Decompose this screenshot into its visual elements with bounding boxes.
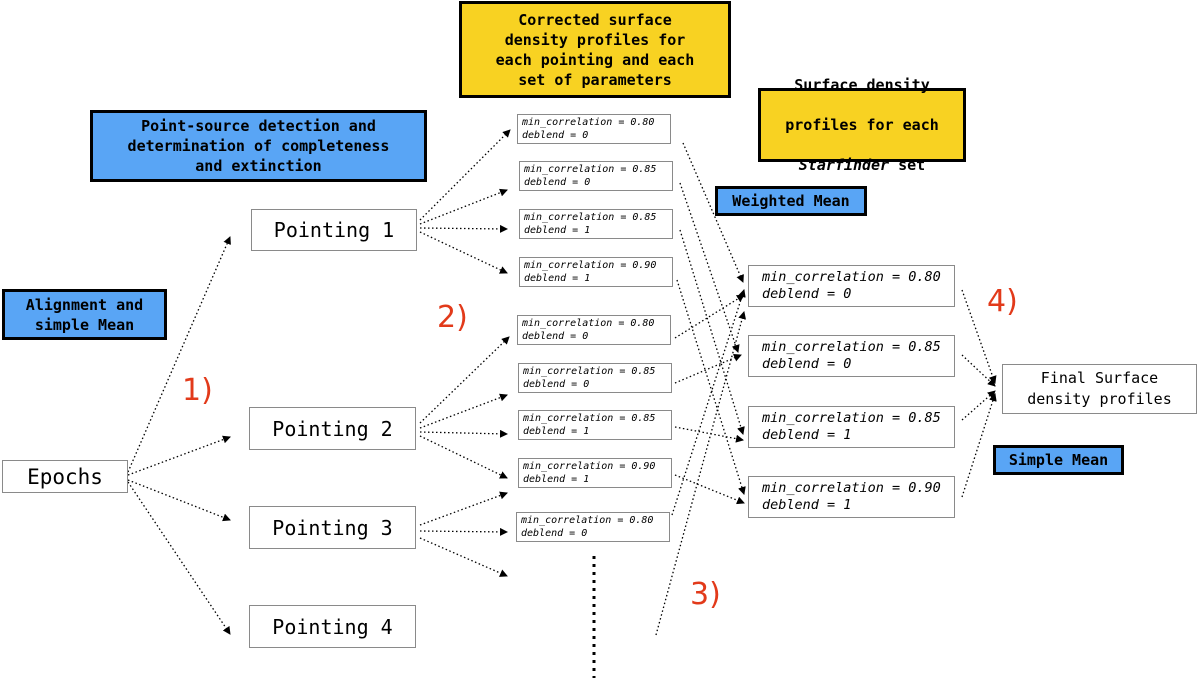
label-weighted-mean: Weighted Mean <box>715 186 867 216</box>
mean-set-text-1: min_correlation = 0.80 deblend = 0 <box>762 269 941 302</box>
param-set-box-5: min_correlation = 0.80 deblend = 0 <box>517 315 671 345</box>
param-set-box-1: min_correlation = 0.80 deblend = 0 <box>517 114 671 144</box>
arrow-p3-set-3 <box>419 537 508 577</box>
label-detection-text: Point-source detection and determination… <box>127 117 390 175</box>
pointing-4-box: Pointing 4 <box>249 605 416 648</box>
arrow-top-set-1-mean <box>682 142 744 283</box>
arrow-epochs-pointing-1 <box>127 236 231 473</box>
label-detection: Point-source detection and determination… <box>90 110 427 182</box>
arrow-p2-set-2 <box>419 393 508 429</box>
pointing-4-text: Pointing 4 <box>272 614 393 639</box>
param-set-box-2: min_correlation = 0.85 deblend = 0 <box>519 161 673 191</box>
param-set-text-3: min_correlation = 0.85 deblend = 1 <box>524 212 657 236</box>
epochs-box: Epochs <box>2 460 128 493</box>
label-simple-mean: Simple Mean <box>993 445 1124 475</box>
arrow-epochs-pointing-3 <box>127 479 231 522</box>
step-number-4: 4) <box>987 284 1018 319</box>
arrow-p2-set-4 <box>419 435 508 479</box>
pointing-2-text: Pointing 2 <box>272 416 393 441</box>
arrow-mean-4-final <box>961 393 997 498</box>
pointing-3-text: Pointing 3 <box>272 515 393 540</box>
label-corrected: Corrected surface density profiles for e… <box>459 1 731 98</box>
step-number-2: 2) <box>437 300 468 335</box>
mean-set-text-3: min_correlation = 0.85 deblend = 1 <box>762 410 941 443</box>
param-set-text-7: min_correlation = 0.85 deblend = 1 <box>523 413 656 437</box>
param-set-text-2: min_correlation = 0.85 deblend = 0 <box>524 164 657 188</box>
label-starfinder: Surface density profiles for each Starfi… <box>758 76 966 174</box>
step-number-1: 1) <box>182 373 213 408</box>
final-profiles-text: Final Surface density profiles <box>1027 369 1172 408</box>
param-set-box-8: min_correlation = 0.90 deblend = 1 <box>518 458 672 488</box>
arrow-bot-set-2-mean <box>674 354 742 384</box>
arrow-top-set-2-mean <box>679 182 740 353</box>
param-set-text-4: min_correlation = 0.90 deblend = 1 <box>524 260 657 284</box>
param-set-text-1: min_correlation = 0.80 deblend = 0 <box>522 117 655 141</box>
label-alignment: Alignment and simple Mean <box>2 289 167 340</box>
param-set-box-6: min_correlation = 0.85 deblend = 0 <box>518 363 672 393</box>
label-alignment-text: Alignment and simple Mean <box>25 295 144 334</box>
arrow-p1-set-4 <box>419 231 508 274</box>
arrow-mean-1-final <box>961 289 997 384</box>
param-set-box-9: min_correlation = 0.80 deblend = 0 <box>516 512 670 542</box>
final-profiles-box: Final Surface density profiles <box>1002 364 1197 414</box>
label-corrected-text: Corrected surface density profiles for e… <box>495 10 695 89</box>
pointing-1-box: Pointing 1 <box>251 209 417 251</box>
pointing-3-box: Pointing 3 <box>249 506 416 549</box>
pointing-1-text: Pointing 1 <box>273 218 395 242</box>
arrow-p2-set-1 <box>419 336 510 424</box>
arrow-p3-set-2 <box>419 527 508 536</box>
label-starfinder-line2: profiles for each <box>785 116 939 134</box>
label-starfinder-word: Starfinder <box>798 156 890 174</box>
param-set-box-3: min_correlation = 0.85 deblend = 1 <box>519 209 673 239</box>
param-set-box-4: min_correlation = 0.90 deblend = 1 <box>519 257 673 287</box>
arrow-bot-set-1-mean <box>674 294 745 339</box>
label-starfinder-line1: Surface density <box>794 76 930 94</box>
arrow-mean-3-final <box>961 390 996 421</box>
arrow-p3-set-1 <box>419 491 508 526</box>
label-starfinder-rest: set <box>889 156 926 174</box>
arrow-top-set-4-mean <box>676 279 746 495</box>
mean-set-box-3: min_correlation = 0.85 deblend = 1 <box>748 406 955 448</box>
arrow-p2-set-3 <box>419 429 508 438</box>
arrow-p1-set-3 <box>419 224 508 233</box>
mean-set-box-1: min_correlation = 0.80 deblend = 0 <box>748 265 955 307</box>
mean-set-box-2: min_correlation = 0.85 deblend = 0 <box>748 335 955 377</box>
param-set-text-8: min_correlation = 0.90 deblend = 1 <box>523 461 656 485</box>
arrow-p1-set-2 <box>419 188 508 225</box>
label-weighted-mean-text: Weighted Mean <box>732 192 850 210</box>
pointing-2-box: Pointing 2 <box>249 407 416 450</box>
arrow-bot-set-4-mean <box>674 474 745 505</box>
arrow-p1-set-1 <box>419 129 511 221</box>
epochs-text: Epochs <box>27 464 103 489</box>
step-number-3: 3) <box>690 577 721 612</box>
param-set-text-5: min_correlation = 0.80 deblend = 0 <box>522 318 655 342</box>
label-simple-mean-text: Simple Mean <box>1008 451 1109 469</box>
arrow-bot-set-3-mean <box>674 426 744 443</box>
param-set-box-7: min_correlation = 0.85 deblend = 1 <box>518 410 672 440</box>
mean-set-box-4: min_correlation = 0.90 deblend = 1 <box>748 476 955 518</box>
mean-set-text-4: min_correlation = 0.90 deblend = 1 <box>762 480 941 513</box>
arrow-p3-set-mean <box>671 289 746 516</box>
arrow-epochs-pointing-2 <box>127 435 231 476</box>
mean-set-text-2: min_correlation = 0.85 deblend = 0 <box>762 339 941 372</box>
arrow-epochs-pointing-4 <box>127 481 231 635</box>
param-set-text-6: min_correlation = 0.85 deblend = 0 <box>523 366 656 390</box>
param-set-text-9: min_correlation = 0.80 deblend = 0 <box>521 515 654 539</box>
